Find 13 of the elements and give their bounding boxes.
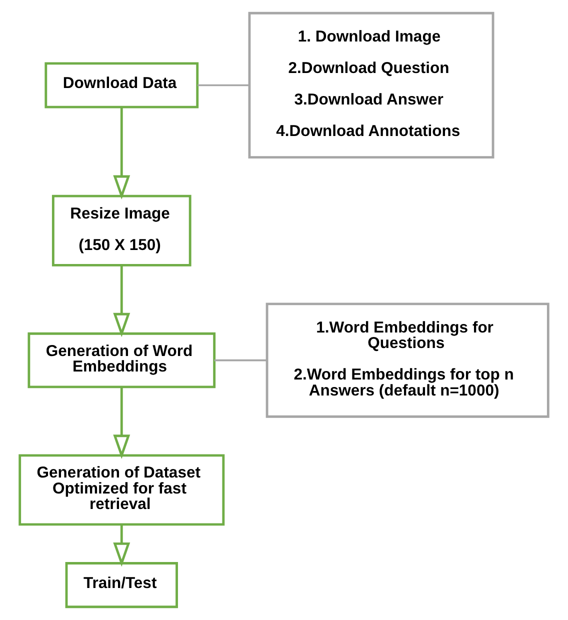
connector [198,84,250,86]
node-box: Generation of Dataset Optimized for fast retrieval [18,454,225,526]
node-box: 1. Download Image 2.Download Question 3.Download Answer 4.Download Annotations [248,12,494,159]
arrow [113,387,130,459]
arrow [113,524,130,567]
connector [214,359,267,362]
node-box: Generation of Word Embeddings [28,332,216,388]
node-box: Download Data [44,62,199,108]
node-box: Resize Image (150 X 150) [52,194,192,266]
arrow [113,107,130,200]
node-box: 1.Word Embeddings for Questions 2.Word Embeddings for top n Answers (default n=1000) [266,302,550,418]
node-box: Train/Test [65,562,178,608]
arrow [113,265,130,338]
